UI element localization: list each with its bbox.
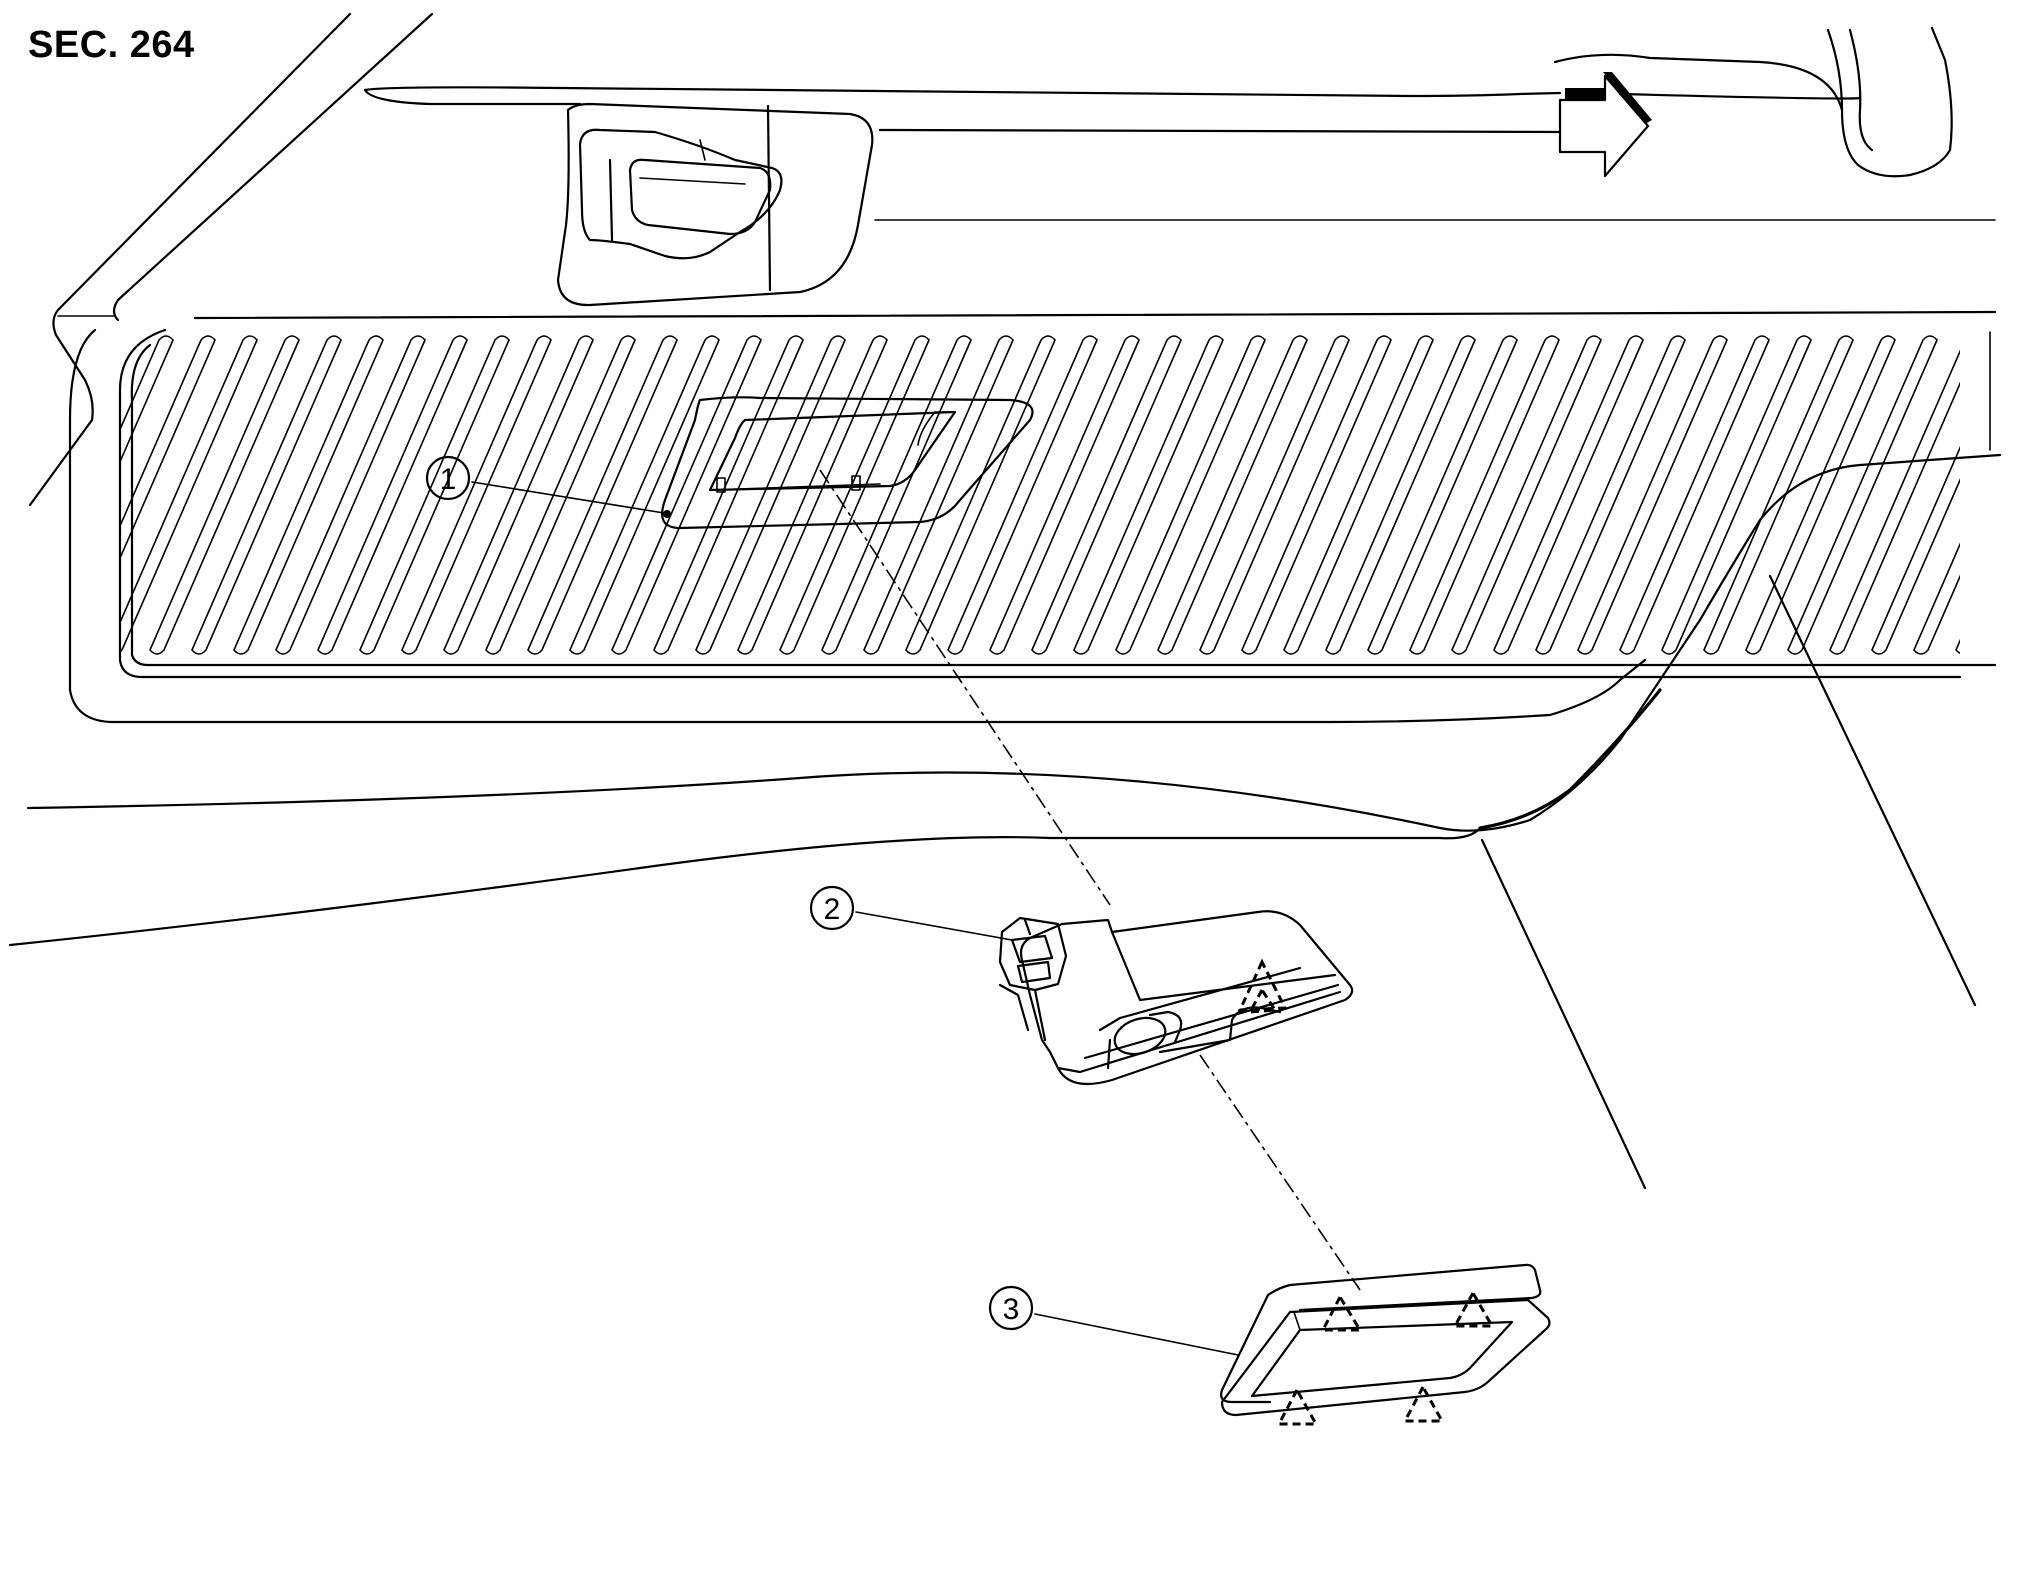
panel-rib	[120, 335, 174, 655]
panel-rib	[233, 335, 384, 655]
panel-rib	[317, 335, 468, 655]
panel-rib	[905, 335, 1056, 655]
panel-rib	[443, 335, 594, 655]
panel-rib	[1451, 335, 1602, 655]
panel-rib	[191, 335, 342, 655]
section-label: SEC. 264	[28, 24, 195, 66]
panel-rib	[1241, 335, 1392, 655]
panel-rib	[0, 336, 89, 654]
callout-1-label: 1	[440, 463, 457, 496]
panel-rib	[695, 335, 846, 655]
panel-rib	[947, 335, 1098, 655]
panel-rib	[1031, 335, 1182, 655]
panel-rib	[821, 335, 972, 655]
panel-rib	[401, 335, 552, 655]
panel-rib	[1661, 335, 1812, 655]
panel-rib	[1787, 335, 1938, 655]
assembly-guide-lines	[819, 469, 1361, 1291]
panel-rib	[653, 335, 804, 655]
vehicle-body-outline	[8, 12, 2002, 1190]
callout-2: 2	[809, 885, 1013, 941]
panel-rib	[1913, 335, 1960, 655]
front-direction-arrow-icon	[1558, 72, 1652, 178]
panel-rib	[1703, 335, 1854, 655]
callout-1: 1	[425, 455, 665, 514]
ribbed-trim-panel	[0, 310, 1997, 679]
panel-rib	[1283, 335, 1434, 655]
panel-rib	[1619, 335, 1770, 655]
panel-rib	[1199, 335, 1350, 655]
panel-rib	[1073, 335, 1224, 655]
panel-rib	[120, 335, 258, 655]
panel-rib	[1955, 335, 1960, 655]
grip-bracket	[556, 102, 874, 307]
panel-rib	[485, 335, 636, 655]
panel-rib	[1409, 335, 1560, 655]
panel-ribs	[0, 335, 1960, 655]
panel-rib	[863, 335, 1014, 655]
panel-rib	[1745, 335, 1896, 655]
panel-rib	[120, 335, 132, 655]
panel-rib	[1535, 335, 1686, 655]
panel-rib	[569, 335, 720, 655]
lamp-housing	[998, 910, 1354, 1086]
panel-rib	[1829, 335, 1960, 655]
callout-3-label: 3	[1003, 1293, 1020, 1326]
lamp-lens	[1220, 1263, 1551, 1426]
panel-rib	[1871, 335, 1960, 655]
panel-rib	[611, 335, 762, 655]
panel-rib	[989, 335, 1140, 655]
callout-2-label: 2	[824, 893, 841, 926]
panel-rib	[120, 335, 216, 655]
panel-rib	[1367, 335, 1518, 655]
panel-rib	[1157, 335, 1308, 655]
panel-rib	[0, 336, 47, 654]
panel-rib	[779, 335, 930, 655]
panel-rib	[1577, 335, 1728, 655]
panel-rib	[149, 335, 300, 655]
panel-rib	[527, 335, 678, 655]
panel-rib	[1493, 335, 1644, 655]
panel-rib	[359, 335, 510, 655]
panel-rib	[1115, 335, 1266, 655]
panel-rib	[1325, 335, 1476, 655]
panel-rib	[737, 335, 888, 655]
panel-rib	[275, 335, 426, 655]
callout-3: 3	[988, 1285, 1239, 1356]
